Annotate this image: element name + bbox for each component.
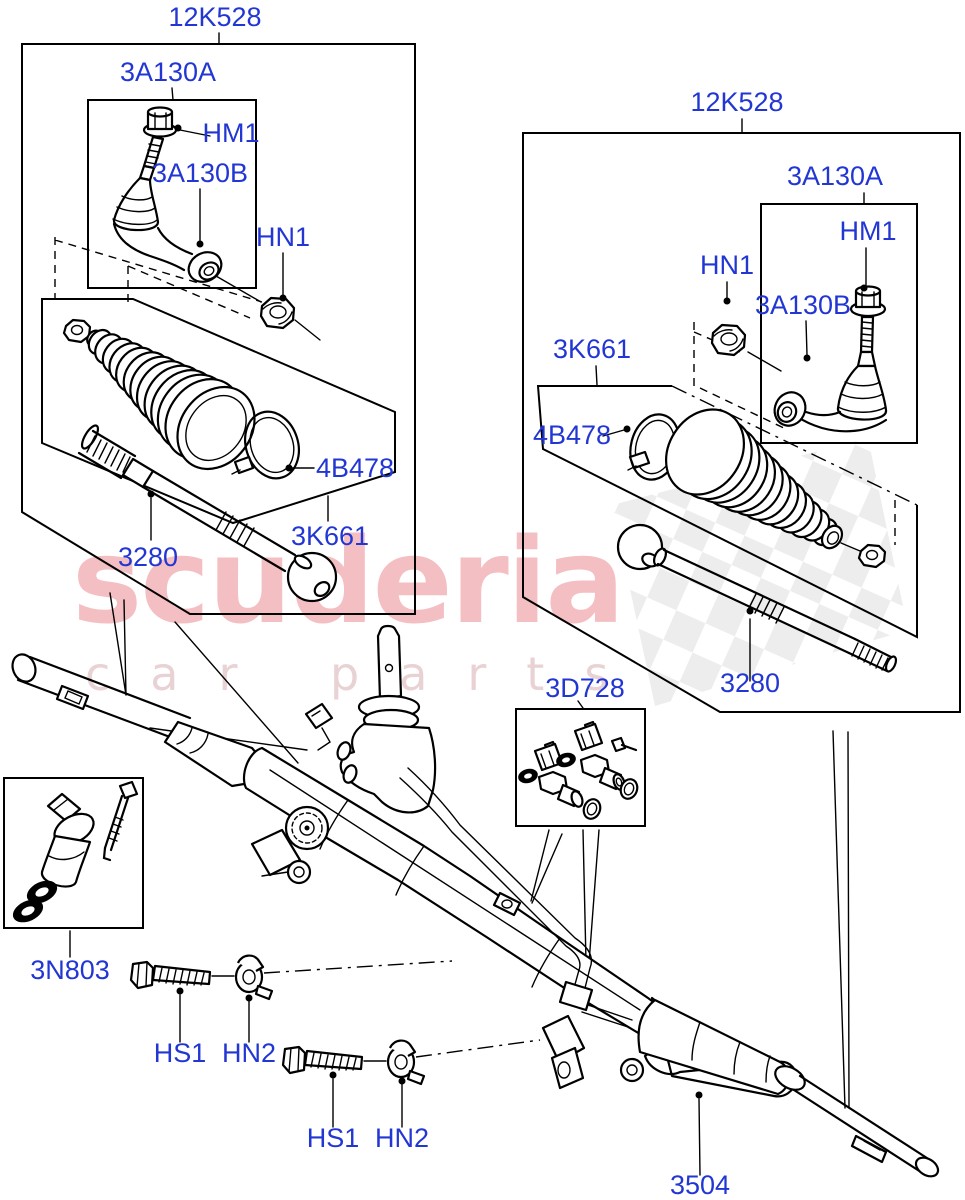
mount-nut-b	[386, 1039, 426, 1086]
seal-kit-outline	[515, 708, 646, 827]
gear-right-tie-rod	[792, 1074, 940, 1178]
label-HN2-a: HN2	[222, 1038, 276, 1068]
seal-kit-box	[515, 700, 646, 964]
label-3N803: 3N803	[30, 955, 110, 985]
gear-left-tie-rod	[11, 653, 192, 742]
mount-nut-a	[234, 954, 274, 1001]
label-HM1-left: HM1	[202, 118, 259, 148]
watermark-word-parts: parts	[330, 647, 648, 701]
label-3504: 3504	[670, 1170, 730, 1200]
part-labels: 12K528 3A130A HM1 3A130B HN1 4B478 3280 …	[30, 2, 896, 1200]
gear-valve-and-input-shaft	[284, 624, 437, 851]
gear-right-boot	[637, 996, 806, 1098]
tie-rod-end-box-left	[87, 99, 257, 289]
hn1-nut-left	[259, 296, 296, 330]
label-4B478-right: 4B478	[533, 420, 611, 450]
mount-bolt-b	[281, 1045, 364, 1075]
pinion-seal-outline	[3, 777, 144, 929]
label-3K661-left: 3K661	[291, 521, 369, 551]
label-3A130A-right: 3A130A	[787, 161, 883, 191]
right-kit-box	[522, 118, 961, 713]
label-HS1-b: HS1	[307, 1123, 360, 1153]
label-HM1-right: HM1	[839, 216, 896, 246]
label-3A130B-right: 3A130B	[755, 290, 851, 320]
label-3D728: 3D728	[545, 673, 625, 703]
tie-rod-end-left	[112, 106, 223, 283]
left-kit-box	[21, 32, 416, 615]
label-3K661-right: 3K661	[553, 334, 631, 364]
hn1-nut-right	[710, 323, 747, 357]
label-12K528-left: 12K528	[168, 2, 261, 32]
gear-mount-lug-left	[250, 828, 312, 885]
boot-clamp-right	[627, 413, 681, 481]
label-HS1-a: HS1	[154, 1038, 207, 1068]
steering-boot-left	[86, 328, 256, 471]
label-HN1-left: HN1	[256, 222, 310, 252]
boot-small-nut-right	[857, 543, 887, 569]
label-3A130B-left: 3A130B	[152, 158, 248, 188]
watermark: scuderia car parts	[72, 438, 908, 706]
label-3280-left: 3280	[118, 542, 178, 572]
gear-housing	[242, 746, 668, 1048]
boot-kit-box-left	[41, 298, 396, 525]
boot-kit-box-right	[536, 385, 918, 639]
inner-tie-rod-right	[616, 523, 898, 673]
watermark-word-car: car	[85, 647, 277, 701]
gear-mount-lug-right	[619, 1057, 645, 1083]
label-4B478-left: 4B478	[316, 453, 394, 483]
steering-gear-drawing	[11, 592, 940, 1178]
checkered-flag	[612, 438, 908, 706]
label-3280-right: 3280	[720, 668, 780, 698]
boot-small-nut-left	[62, 318, 92, 344]
pinion-seal-box	[3, 777, 144, 958]
inner-tie-rod-left	[77, 424, 338, 603]
watermark-brand: scuderia	[72, 512, 623, 650]
kit-box-outline-left	[21, 43, 416, 615]
gear-hydraulic-pipes	[399, 767, 633, 1028]
mount-bolt-a	[129, 960, 212, 990]
label-HN2-b: HN2	[375, 1123, 429, 1153]
seal-kit-parts	[518, 720, 639, 820]
label-HN1-right: HN1	[700, 250, 754, 280]
tie-rod-end-right	[773, 285, 888, 433]
pinion-seal-parts	[12, 780, 139, 923]
tie-rod-end-box-right	[760, 203, 918, 444]
label-3A130A-left: 3A130A	[120, 57, 216, 87]
boot-clamp-left	[231, 410, 300, 480]
kit-box-outline-right	[522, 132, 961, 713]
leader-lines	[147, 124, 868, 1176]
label-12K528-right: 12K528	[690, 87, 783, 117]
steering-boot-right	[665, 408, 844, 550]
gear-mount-bracket-mid	[541, 1014, 586, 1090]
